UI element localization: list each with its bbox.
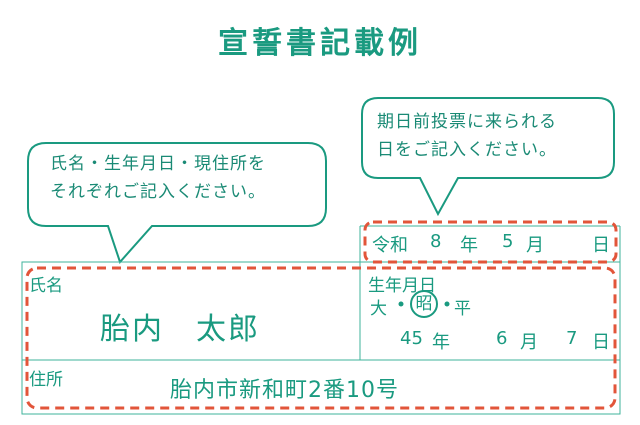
- name-value: 胎内 太郎: [100, 312, 260, 347]
- vote-date-month: 5: [502, 231, 514, 252]
- birth-month: 6: [496, 328, 508, 349]
- name-label: 氏名: [29, 276, 63, 296]
- vote-date-month-unit: 月: [526, 235, 544, 256]
- birth-day: 7: [566, 328, 578, 349]
- vote-date-day-unit: 日: [592, 235, 610, 256]
- address-label: 住所: [29, 370, 63, 390]
- left-bubble-line-2: それぞれご記入ください。: [50, 182, 266, 202]
- right-speech-bubble: [361, 97, 615, 217]
- left-bubble-text: 氏名・生年月日・現住所を それぞれご記入ください。: [50, 150, 266, 206]
- birth-day-unit: 日: [592, 332, 610, 353]
- right-bubble-line-2: 日をご記入ください。: [377, 140, 557, 160]
- right-bubble-line-1: 期日前投票に来られる: [377, 112, 557, 132]
- vote-date-year: 8: [430, 231, 442, 252]
- right-bubble-text: 期日前投票に来られる 日をご記入ください。: [377, 108, 557, 164]
- vote-date-year-unit: 年: [460, 235, 478, 256]
- highlight-outlines: [25, 220, 618, 410]
- birth-year: 45: [400, 328, 423, 349]
- era-option-showa-selected: 昭: [410, 290, 438, 318]
- page-title: 宣誓書記載例: [218, 26, 422, 61]
- address-value: 胎内市新和町2番10号: [170, 378, 399, 403]
- form-frame: [21, 225, 621, 415]
- left-speech-bubble: [27, 142, 327, 264]
- birth-year-unit: 年: [432, 332, 450, 353]
- era-option-taisho: 大: [370, 299, 387, 319]
- vote-date-highlight: [363, 220, 618, 264]
- left-bubble-line-1: 氏名・生年月日・現住所を: [50, 154, 266, 174]
- birth-month-unit: 月: [520, 332, 538, 353]
- era-option-heisei: 平: [454, 299, 471, 319]
- vote-date-era: 令和: [372, 235, 408, 256]
